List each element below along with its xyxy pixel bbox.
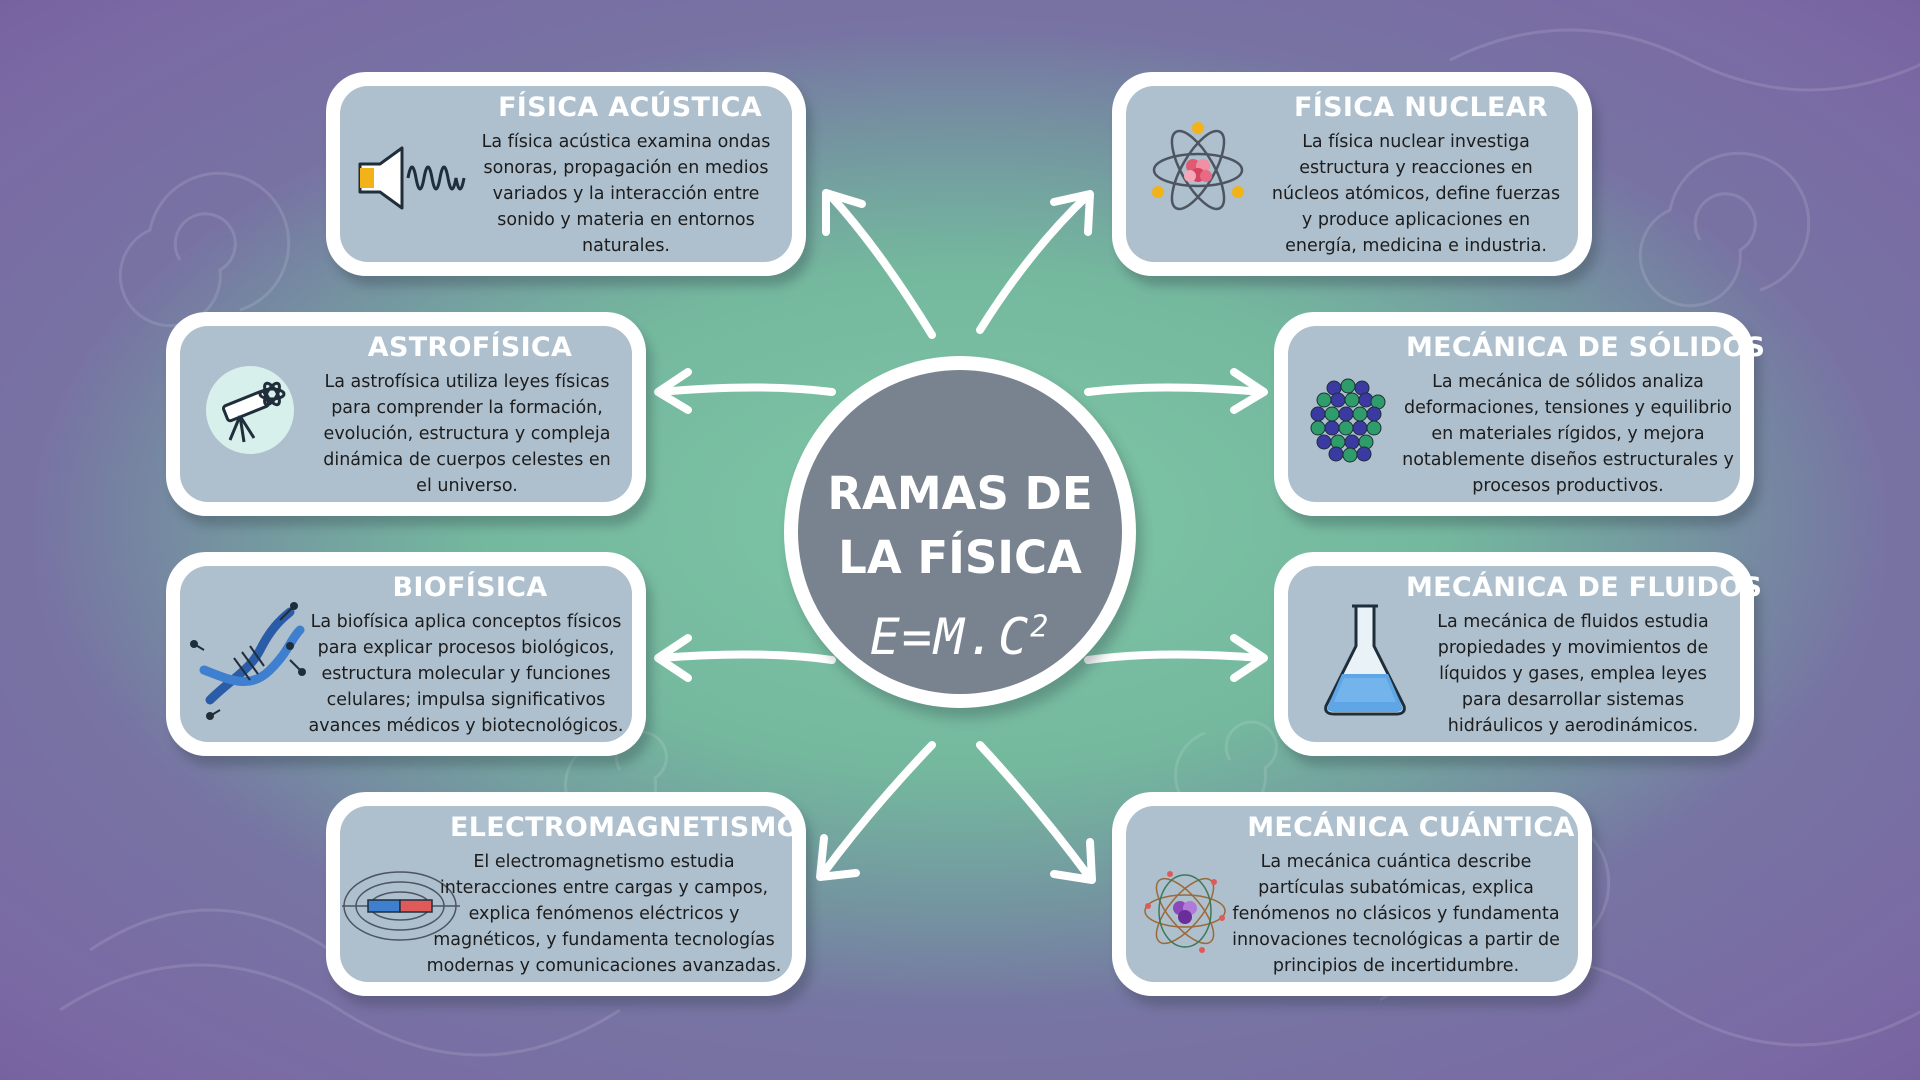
- branch-title: MECÁNICA CUÁNTICA: [1247, 812, 1575, 843]
- branch-card-inner: MECÁNICA DE FLUIDOS La mecánica de fluid…: [1288, 566, 1763, 742]
- branch-card-fluidos: MECÁNICA DE FLUIDOS La mecánica de fluid…: [1274, 552, 1763, 756]
- branch-card-biofisica: BIOFÍSICA La biofísica aplica conceptos …: [166, 552, 646, 756]
- branch-description: La mecánica cuántica describe partículas…: [1232, 852, 1560, 976]
- arrow-to-acustica: [822, 189, 936, 339]
- branch-card-inner: FÍSICA NUCLEAR La física nuclear investi…: [1126, 86, 1578, 262]
- central-title-line-2: LA FÍSICA: [838, 531, 1082, 584]
- formula-base: E=M.C: [869, 608, 1031, 666]
- branch-description: La mecánica de fluidos estudia propiedad…: [1437, 612, 1709, 736]
- formula-emc2: E=M.C2: [798, 608, 1122, 666]
- branch-card-inner: ASTROFÍSICA La astrofísica utiliza leyes…: [180, 326, 632, 502]
- arrow-to-electromagnetismo: [816, 741, 936, 881]
- magnet-field-icon: [342, 871, 460, 941]
- central-topic-inner: RAMAS DE LA FÍSICA E=M.C2: [798, 370, 1122, 694]
- branch-description: La mecánica de sólidos analiza deformaci…: [1402, 372, 1734, 496]
- branch-card-inner: ELECTROMAGNETISMO El electromagnetismo e…: [340, 806, 800, 982]
- atom-icon: [1152, 122, 1244, 211]
- branch-card-cuantica: MECÁNICA CUÁNTICA La mecánica cuántica d…: [1112, 792, 1592, 996]
- branch-title: BIOFÍSICA: [392, 572, 548, 603]
- branch-description: La física acústica examina ondas sonoras…: [481, 132, 771, 256]
- central-title: RAMAS DE LA FÍSICA: [798, 462, 1122, 590]
- branch-title: ASTROFÍSICA: [367, 332, 573, 363]
- arrow-to-cuantica: [976, 741, 1096, 884]
- branch-description: El electromagnetismo estudia interaccion…: [426, 852, 782, 976]
- branch-title: MECÁNICA DE SÓLIDOS: [1406, 332, 1766, 363]
- branch-card-astrofisica: ASTROFÍSICA La astrofísica utiliza leyes…: [166, 312, 646, 516]
- speaker-sound-wave-icon: [358, 146, 466, 210]
- crystal-lattice-icon: [1310, 378, 1386, 463]
- branch-card-inner: FÍSICA ACÚSTICA La física acústica exami…: [340, 86, 792, 262]
- branch-card-solidos: MECÁNICA DE SÓLIDOS La mecánica de sólid…: [1274, 312, 1766, 516]
- formula-exponent: 2: [1030, 609, 1051, 645]
- branch-title: FÍSICA ACÚSTICA: [498, 92, 762, 123]
- branch-title: MECÁNICA DE FLUIDOS: [1406, 572, 1763, 603]
- branch-description: La física nuclear investiga estructura y…: [1271, 132, 1561, 256]
- arrow-to-nuclear: [976, 190, 1094, 334]
- branch-description: La biofísica aplica conceptos físicos pa…: [308, 612, 624, 736]
- branch-title: FÍSICA NUCLEAR: [1294, 92, 1548, 123]
- branch-card-acustica: FÍSICA ACÚSTICA La física acústica exami…: [326, 72, 806, 276]
- quantum-atom-icon: [1144, 871, 1226, 953]
- central-topic-circle: RAMAS DE LA FÍSICA E=M.C2: [784, 356, 1136, 708]
- branch-description: La astrofísica utiliza leyes físicas par…: [323, 372, 611, 496]
- arrow-to-biofisica: [654, 634, 836, 682]
- branch-card-inner: BIOFÍSICA La biofísica aplica conceptos …: [180, 566, 632, 742]
- arrow-to-astrofisica: [654, 368, 836, 414]
- branch-card-inner: MECÁNICA DE SÓLIDOS La mecánica de sólid…: [1288, 326, 1766, 502]
- central-title-line-1: RAMAS DE: [827, 467, 1093, 520]
- branch-title: ELECTROMAGNETISMO: [450, 812, 800, 843]
- telescope-icon: [206, 366, 294, 454]
- branch-card-inner: MECÁNICA CUÁNTICA La mecánica cuántica d…: [1126, 806, 1578, 982]
- branch-card-nuclear: FÍSICA NUCLEAR La física nuclear investi…: [1112, 72, 1592, 276]
- arrow-to-fluidos: [1084, 634, 1268, 682]
- arrow-to-solidos: [1084, 368, 1268, 414]
- branch-card-electromagnetismo: ELECTROMAGNETISMO El electromagnetismo e…: [326, 792, 806, 996]
- dna-icon: [190, 602, 306, 720]
- flask-icon: [1324, 604, 1406, 716]
